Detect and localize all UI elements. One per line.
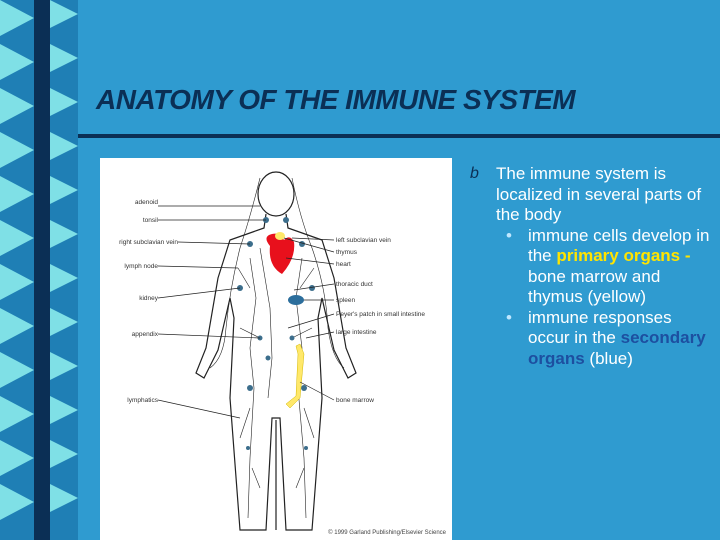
sub-bullet-marker: •: [506, 307, 512, 327]
title-bar: [78, 70, 720, 138]
figure-copyright: © 1999 Garland Publishing/Elsevier Scien…: [328, 530, 446, 536]
sub-bullet-text: bone marrow and thymus (yellow): [528, 266, 661, 307]
primary-organs-highlight: primary organs -: [556, 246, 691, 265]
figure-label-left: adenoid: [135, 199, 159, 206]
triangle-pattern: [0, 0, 78, 520]
sub-bullet-text: immune responses occur in the: [528, 307, 672, 348]
sub-bullet-item: • immune responses occur in the secondar…: [470, 308, 710, 370]
anatomy-figure: adenoid tonsil right subclavian vein lym…: [100, 158, 452, 540]
figure-label-left: right subclavian vein: [119, 239, 178, 246]
figure-label-left: tonsil: [143, 217, 159, 224]
body-diagram: adenoid tonsil right subclavian vein lym…: [119, 171, 425, 531]
left-decoration: [0, 0, 78, 540]
secondary-organs-highlight: secondary organs: [528, 328, 706, 368]
figure-label-left: lymph node: [124, 263, 158, 270]
bullet-list: b The immune system is localized in seve…: [470, 164, 710, 369]
figure-label-right: spleen: [336, 297, 356, 304]
slide-title: ANATOMY OF THE IMMUNE SYSTEM: [96, 84, 576, 115]
figure-label-right: thymus: [336, 249, 358, 256]
sub-bullet-text: immune cells develop in the: [528, 225, 710, 266]
bullet-marker: b: [470, 165, 479, 182]
sub-bullet-marker: •: [506, 225, 512, 245]
figure-label-left: appendix: [132, 331, 159, 338]
sub-bullet-item: • immune cells develop in the primary or…: [470, 226, 710, 308]
figure-label-right: left subclavian vein: [336, 237, 391, 244]
bullet-item: b The immune system is localized in seve…: [470, 164, 710, 226]
figure-label-left: kidney: [139, 295, 159, 302]
sub-bullet-text: (blue): [589, 348, 633, 368]
left-dark-band: [34, 0, 50, 540]
figure-label-right: heart: [336, 261, 351, 268]
figure-label-right: large intestine: [336, 329, 377, 336]
figure-label-right: thoracic duct: [336, 281, 373, 288]
figure-label-right: bone marrow: [336, 397, 374, 404]
bullet-text: The immune system is localized in severa…: [496, 164, 702, 224]
figure-label-left: lymphatics: [127, 397, 158, 404]
figure-label-right: Peyer's patch in small intestine: [336, 311, 425, 318]
